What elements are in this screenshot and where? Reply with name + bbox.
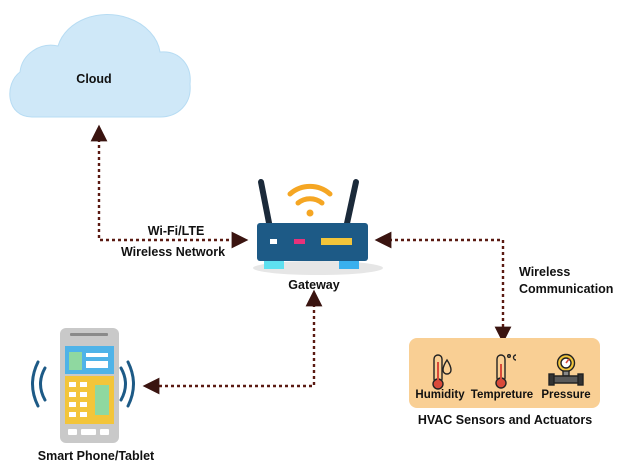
- smartphone-icon: [31, 328, 135, 443]
- sensor-label-temperature: Tempreture: [470, 389, 534, 401]
- link-label-gateway-hvac-line1: Wireless: [519, 265, 571, 279]
- gateway-label: Gateway: [288, 278, 340, 292]
- connector-gateway-phone: [142, 289, 323, 395]
- wifi-icon: [287, 183, 333, 217]
- phone-label: Smart Phone/Tablet: [37, 449, 155, 463]
- link-label-gateway-hvac-line2: Communication: [519, 282, 614, 296]
- connector-cloud-gateway: [90, 124, 249, 249]
- humidity-icon: [432, 354, 452, 390]
- sensor-label-pressure: Pressure: [541, 389, 591, 401]
- cloud-icon: [9, 14, 191, 118]
- cloud-label: Cloud: [76, 72, 112, 86]
- sensor-label-humidity: Humidity: [415, 389, 465, 401]
- link-label-cloud-gateway-line1: Wi-Fi/LTE: [147, 224, 205, 238]
- router-icon: [253, 179, 383, 275]
- connector-gateway-hvac: [374, 231, 512, 344]
- hvac-label: HVAC Sensors and Actuators: [417, 413, 593, 427]
- link-label-cloud-gateway-line2: Wireless Network: [120, 245, 226, 259]
- thermometer-icon: [495, 354, 517, 389]
- pressure-gauge-icon: [548, 353, 584, 386]
